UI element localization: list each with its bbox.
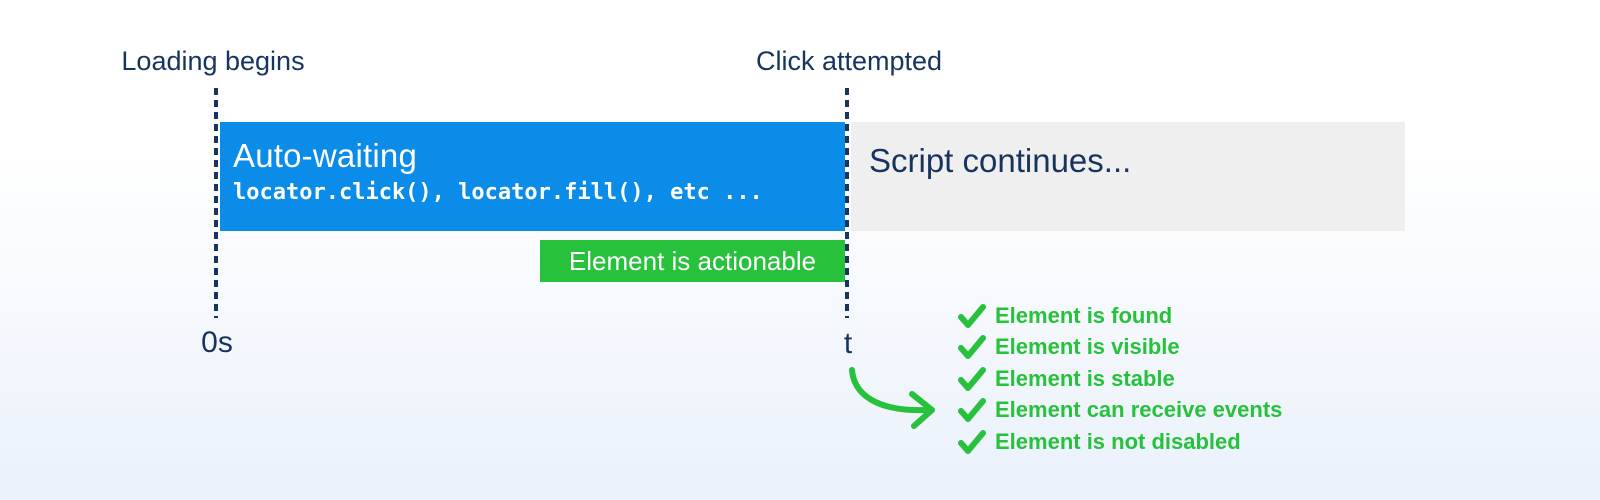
tick-label-0s: 0s [201,326,233,359]
list-item: Element is visible [958,332,1282,364]
list-item: Element is stable [958,363,1282,395]
checklist-item-label: Element is not disabled [995,428,1241,454]
auto-waiting-title: Auto-waiting [233,137,417,174]
loading-begins-label: Loading begins [121,46,305,76]
list-item: Element is found [958,300,1282,332]
actionability-checklist: Element is found Element is visible Elem… [958,300,1282,458]
checklist-item-label: Element can receive events [995,397,1283,423]
actionable-badge: Element is actionable [540,240,845,282]
script-continues-bar: Script continues... [851,122,1405,231]
tick-label-t: t [843,327,853,360]
auto-waiting-bar: Auto-waiting locator.click(), locator.fi… [220,122,845,231]
script-continues-label: Script continues... [869,142,1132,179]
list-item: Element can receive events [958,395,1282,427]
checkmark-icon [958,303,986,328]
checklist-item-label: Element is visible [995,334,1180,360]
checklist-item-label: Element is found [995,302,1173,328]
actionable-badge-label: Element is actionable [568,245,817,276]
curved-arrow-icon [849,367,935,429]
list-item: Element is not disabled [958,426,1282,458]
auto-waiting-code: locator.click(), locator.fill(), etc ... [233,180,763,206]
timeline-marker-start [214,88,218,318]
checkmark-icon [958,366,986,391]
click-attempted-label: Click attempted [755,46,943,76]
checkmark-icon [958,398,986,423]
checkmark-icon [958,429,986,454]
timeline-marker-end [845,88,849,318]
checkmark-icon [958,335,986,360]
checklist-item-label: Element is stable [995,365,1175,391]
